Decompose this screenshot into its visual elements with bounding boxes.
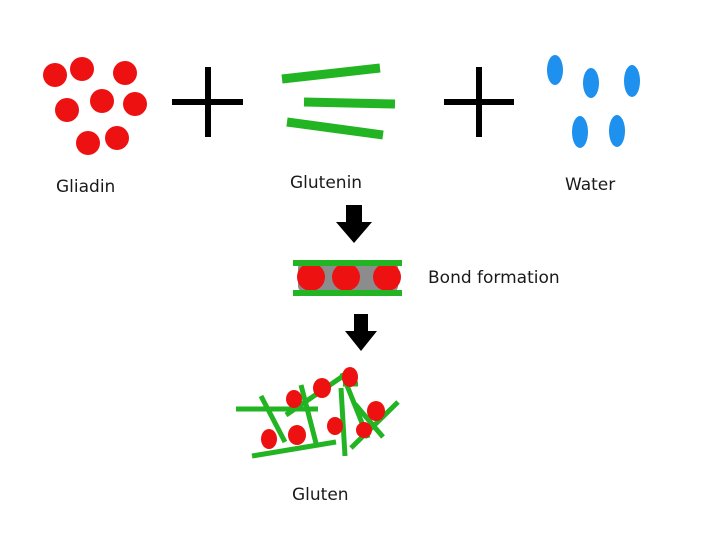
gliadin-cluster [43, 57, 147, 155]
gliadin-molecule [105, 126, 129, 150]
gliadin-molecule [70, 57, 94, 81]
gliadin-molecule [342, 367, 358, 387]
glutenin-label: Glutenin [290, 173, 363, 193]
gliadin-label: Gliadin [56, 177, 116, 197]
plus-icon [172, 67, 243, 137]
glutenin-strand [281, 63, 381, 84]
water-molecule [583, 68, 599, 98]
plus-icon [444, 67, 514, 137]
gliadin-molecule [332, 263, 360, 291]
gliadin-molecule [288, 425, 306, 445]
glutenin-strand [353, 402, 385, 439]
bond-formation-label: Bond formation [428, 268, 560, 288]
gliadin-molecule [76, 131, 100, 155]
gliadin-molecule [90, 89, 114, 113]
bond-formation-graphic [293, 260, 402, 296]
glutenin-strand [303, 97, 396, 109]
gluten-network [236, 367, 400, 459]
water-molecule [547, 55, 563, 85]
glutenin-strand [298, 384, 320, 448]
water-label: Water [565, 175, 616, 195]
arrow-down-icon [336, 205, 372, 243]
gliadin-molecule [43, 63, 67, 87]
gluten-network-gliadin [261, 367, 385, 449]
water-molecule [609, 115, 625, 147]
gliadin-molecule [113, 61, 137, 85]
gluten-label: Gluten [292, 485, 349, 505]
glutenin-strand [349, 400, 400, 450]
water-molecule [572, 116, 588, 148]
gliadin-molecule [367, 401, 385, 421]
gliadin-molecule [313, 378, 331, 398]
water-molecules [547, 55, 640, 148]
glutenin-strand [338, 387, 348, 457]
glutenin-strand [258, 394, 288, 444]
water-molecule [624, 65, 640, 97]
arrow-down-icon [345, 314, 377, 351]
glutenin-strand [286, 117, 384, 140]
glutenin-strand [251, 439, 337, 459]
gliadin-molecule [297, 263, 325, 291]
gliadin-molecule [356, 422, 372, 438]
gliadin-molecule [261, 429, 277, 449]
glutenin-strands [281, 63, 396, 140]
gliadin-molecule [123, 92, 147, 116]
gliadin-molecule [55, 98, 79, 122]
gliadin-molecule [327, 417, 343, 435]
gliadin-molecule [373, 263, 401, 291]
gliadin-molecule [286, 390, 302, 408]
